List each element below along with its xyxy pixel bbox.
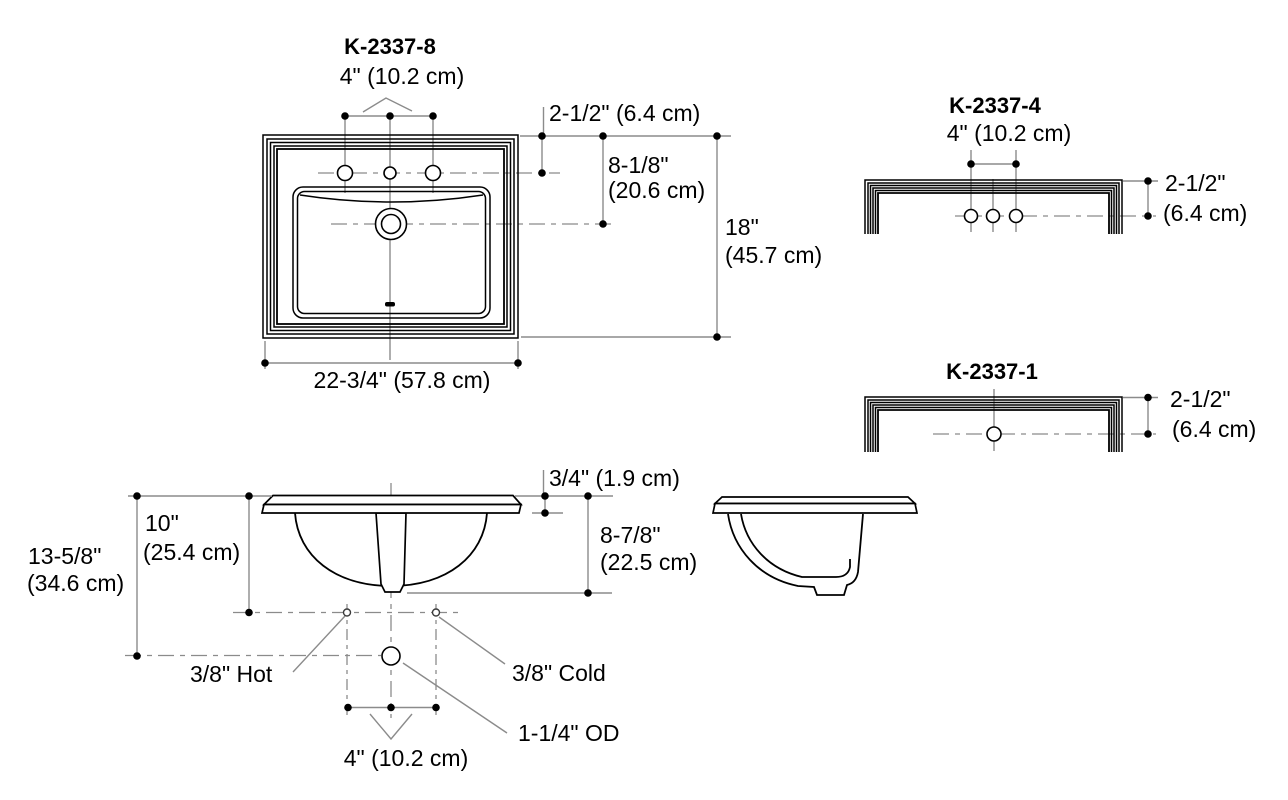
front-view-holes <box>342 608 441 666</box>
single-setback-cm: (6.4 cm) <box>1172 416 1256 442</box>
single-hole-dimensions <box>1123 393 1158 438</box>
centerset-title: K-2337-4 <box>949 93 1041 118</box>
faucet-hole-left <box>336 164 354 182</box>
rim-top <box>261 494 523 506</box>
cold-leader <box>438 616 506 665</box>
dim-faucet-spacing: 4" (10.2 cm) <box>340 63 464 89</box>
faucet-hole-right <box>424 164 442 182</box>
dim-hole-setback: 2-1/2" (6.4 cm) <box>549 100 700 126</box>
faucet-holes <box>336 164 442 241</box>
overflow-notch <box>385 302 395 307</box>
centerset-view: K-2337-4 4" (10.2 cm) 2-1/2" (6.4 cm) <box>864 93 1247 234</box>
front-view-dimensions <box>128 470 613 741</box>
dim-drain-setback-in: 8-1/8" <box>608 152 669 178</box>
side-rim-edge <box>711 502 919 514</box>
front-view-dots <box>133 492 592 712</box>
dim-drain-drop-in: 8-7/8" <box>600 522 661 548</box>
centerset-rim <box>864 179 1123 234</box>
od-leader <box>402 662 508 734</box>
rim-edge <box>260 503 523 514</box>
cold-supply-hole <box>431 608 441 617</box>
single-setback-in: 2-1/2" <box>1170 386 1231 412</box>
supply-spacing-caret <box>369 713 413 741</box>
drain-outlet <box>381 646 401 666</box>
dim-overall-height-cm: (34.6 cm) <box>27 570 124 596</box>
dim-front-to-back-cm: (45.7 cm) <box>725 242 822 268</box>
centerset-setback-cm: (6.4 cm) <box>1163 200 1247 226</box>
centerset-faucet-spacing: 4" (10.2 cm) <box>947 120 1071 146</box>
centerset-holes <box>963 208 1024 224</box>
hot-leader <box>292 615 346 673</box>
single-hole-rim <box>864 396 1123 452</box>
front-sink-body <box>260 494 523 593</box>
dim-supply-drop-in: 10" <box>145 510 179 536</box>
dim-supply-drop-cm: (25.4 cm) <box>143 539 240 565</box>
faucet-hole-center <box>383 166 397 180</box>
dim-rim-thickness: 3/4" (1.9 cm) <box>549 465 680 491</box>
basin <box>292 186 491 319</box>
spacing-leader-caret <box>362 97 413 113</box>
side-bowl-inner <box>740 513 851 578</box>
single-hole-title: K-2337-1 <box>946 359 1038 384</box>
front-view: 13-5/8" (34.6 cm) 10" (25.4 cm) 3/4" (1.… <box>27 465 697 771</box>
dim-drain-setback-cm: (20.6 cm) <box>608 177 705 203</box>
single-hole-view: K-2337-1 2-1/2" (6.4 cm) <box>864 359 1256 452</box>
single-faucet-hole <box>986 426 1002 442</box>
centerset-dimensions <box>967 160 1158 220</box>
label-hot-supply: 3/8" Hot <box>190 661 273 687</box>
label-cold-supply: 3/8" Cold <box>512 660 606 686</box>
dim-width: 22-3/4" (57.8 cm) <box>314 367 491 393</box>
dim-overall-height-in: 13-5/8" <box>28 543 101 569</box>
top-view: K-2337-8 4" (10.2 cm) 2-1/2" (6.4 cm) 8-… <box>261 34 822 393</box>
drain-tailpiece <box>375 512 407 593</box>
drain-inner <box>380 213 402 235</box>
dim-front-to-back-in: 18" <box>725 214 759 240</box>
label-drain-od: 1-1/4" OD <box>518 720 619 746</box>
side-view <box>711 496 919 596</box>
top-view-dimensions <box>261 97 731 369</box>
side-bowl-outer <box>727 513 864 596</box>
hot-supply-hole <box>342 608 352 617</box>
top-view-title: K-2337-8 <box>344 34 436 59</box>
centerset-setback-in: 2-1/2" <box>1165 170 1226 196</box>
sink-outline <box>262 134 519 339</box>
dim-supply-spacing: 4" (10.2 cm) <box>344 745 468 771</box>
side-rim-top <box>712 496 918 505</box>
dim-drain-drop-cm: (22.5 cm) <box>600 549 697 575</box>
